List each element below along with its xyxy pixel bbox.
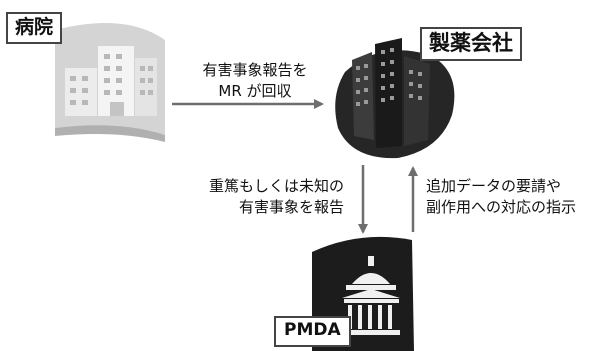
arrow-company-to-pmda-caption: 重篤もしくは未知の 有害事象を報告: [192, 176, 344, 218]
arrow-hospital-to-company-caption: 有害事象報告を MR が回収: [190, 60, 320, 102]
hospital-building-icon: [55, 22, 165, 142]
caption-line: 有害事象を報告: [238, 198, 344, 216]
caption-line: 副作用への対応の指示: [426, 198, 577, 216]
pmda-label: PMDA: [274, 316, 351, 347]
caption-line: 有害事象報告を: [202, 61, 308, 79]
caption-line: MR が回収: [218, 82, 292, 100]
caption-line: 追加データの要請や: [426, 177, 562, 195]
hospital-label: 病院: [6, 12, 63, 44]
company-label: 製薬会社: [420, 27, 522, 61]
arrow-pmda-to-company-caption: 追加データの要請や 副作用への対応の指示: [426, 176, 598, 218]
company-buildings-icon: [335, 38, 455, 159]
caption-line: 重篤もしくは未知の: [208, 177, 344, 195]
